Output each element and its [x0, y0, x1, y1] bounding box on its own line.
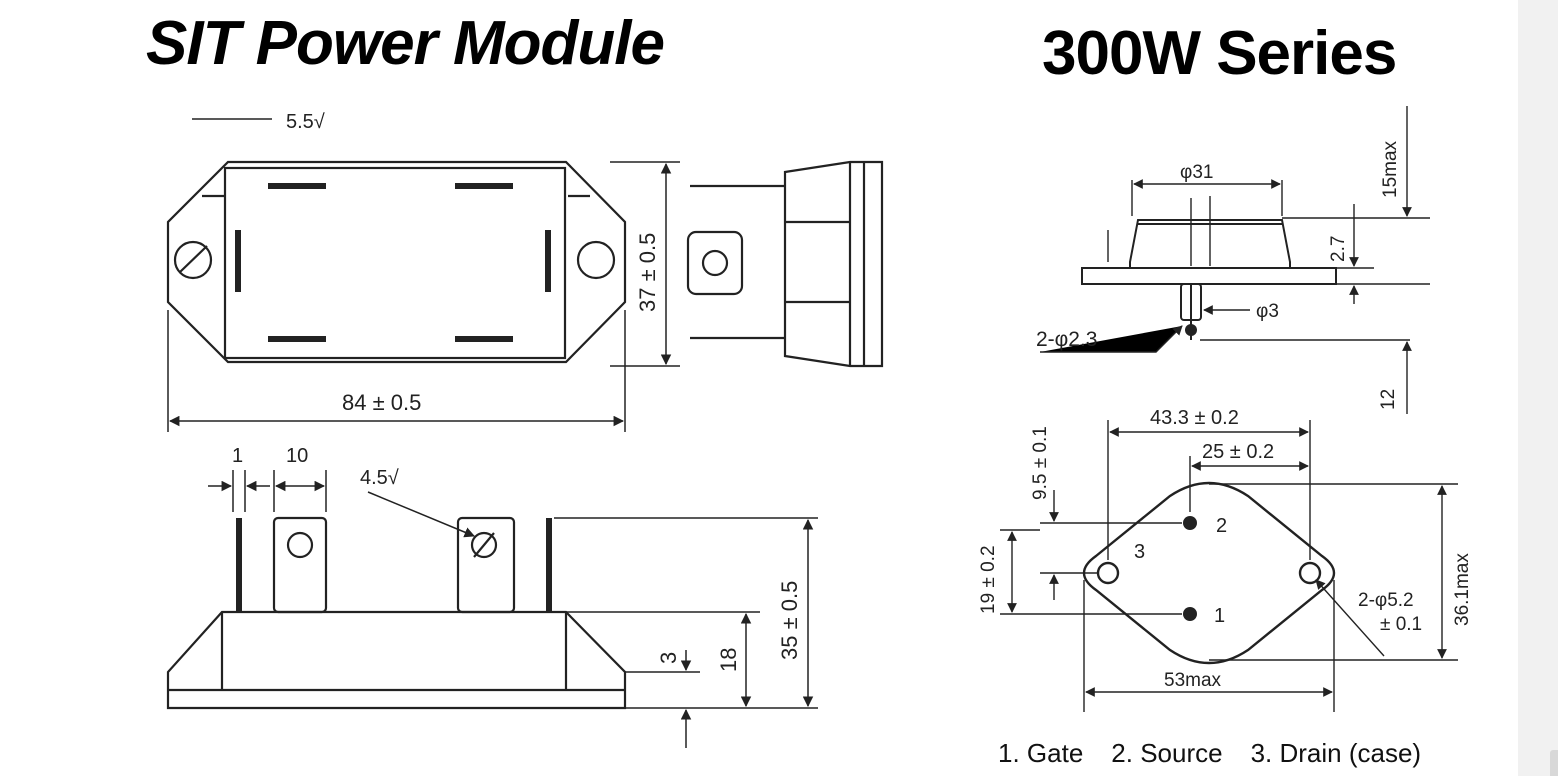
- thread-leader-side: [367, 491, 475, 538]
- left-title: SIT Power Module: [146, 9, 665, 78]
- pin-legend: 1. Gate 2. Source 3. Drain (case): [998, 738, 1516, 769]
- width-dim-label: 84 ± 0.5: [342, 390, 421, 415]
- legend-drain: 3. Drain (case): [1250, 738, 1422, 768]
- tab-width-label: 10: [286, 445, 308, 467]
- module-side-view-pins: [236, 518, 552, 612]
- to3-bottom-view: [1082, 481, 1336, 665]
- mount-hole-label-2: ± 0.1: [1380, 614, 1422, 635]
- pin-width-dimension: [208, 470, 327, 512]
- flange-dia-label: φ31: [1180, 162, 1213, 183]
- to3-side-view: [1081, 219, 1337, 340]
- max-height-label: 15max: [1380, 140, 1401, 198]
- body-height-label: 18: [716, 648, 741, 672]
- height-dimension: [610, 161, 680, 367]
- side-scroll-strip: [1518, 0, 1558, 776]
- pin-row-label: 19 ± 0.2: [978, 545, 999, 614]
- height-dim-label: 37 ± 0.5: [635, 233, 660, 312]
- to3-bottom-dimensions: [1000, 420, 1458, 712]
- vertical-dimensions: [554, 517, 818, 748]
- width-max-label: 53max: [1164, 670, 1222, 691]
- pin2-label: 2: [1216, 515, 1227, 537]
- hole-spec-label: 2-φ2.3: [1036, 328, 1097, 351]
- base-height-label: 3: [656, 652, 681, 664]
- width-dimension: [167, 310, 626, 432]
- total-height-label: 35 ± 0.5: [777, 581, 802, 660]
- legend-gate: 1. Gate: [998, 738, 1084, 768]
- module-end-view: [686, 160, 884, 368]
- legend-source: 2. Source: [1111, 738, 1223, 768]
- drawing-canvas: 5.5√ 84 ± 0.5 37 ± 0.5: [166, 106, 1473, 748]
- thread-label-top: 5.5√: [286, 111, 325, 133]
- pin-offset-label: 25 ± 0.2: [1202, 441, 1274, 463]
- thread-label-side: 4.5√: [360, 467, 399, 489]
- pin1-label: 1: [1214, 605, 1225, 627]
- pin-len-label: 12: [1378, 389, 1399, 410]
- to3-pin-tip: [1185, 324, 1197, 336]
- module-top-view: [166, 160, 627, 364]
- to3-pins: [1183, 516, 1197, 621]
- pin-dia-label: φ3: [1256, 301, 1279, 322]
- scroll-handle[interactable]: [1550, 750, 1558, 776]
- hole-spacing-label: 43.3 ± 0.2: [1150, 407, 1239, 429]
- pin3-label: 3: [1134, 541, 1145, 563]
- module-top-view-terminals: [235, 183, 551, 342]
- right-title: 300W Series: [1042, 19, 1397, 88]
- mount-hole-label-1: 2-φ5.2: [1358, 590, 1414, 611]
- flange-thk-label: 2.7: [1328, 236, 1349, 262]
- to3-side-dimensions: [1040, 106, 1430, 414]
- pin-width-label: 1: [232, 445, 243, 467]
- pin-spacing-v-label: 9.5 ± 0.1: [1030, 426, 1051, 500]
- height-max-label: 36.1max: [1452, 553, 1473, 626]
